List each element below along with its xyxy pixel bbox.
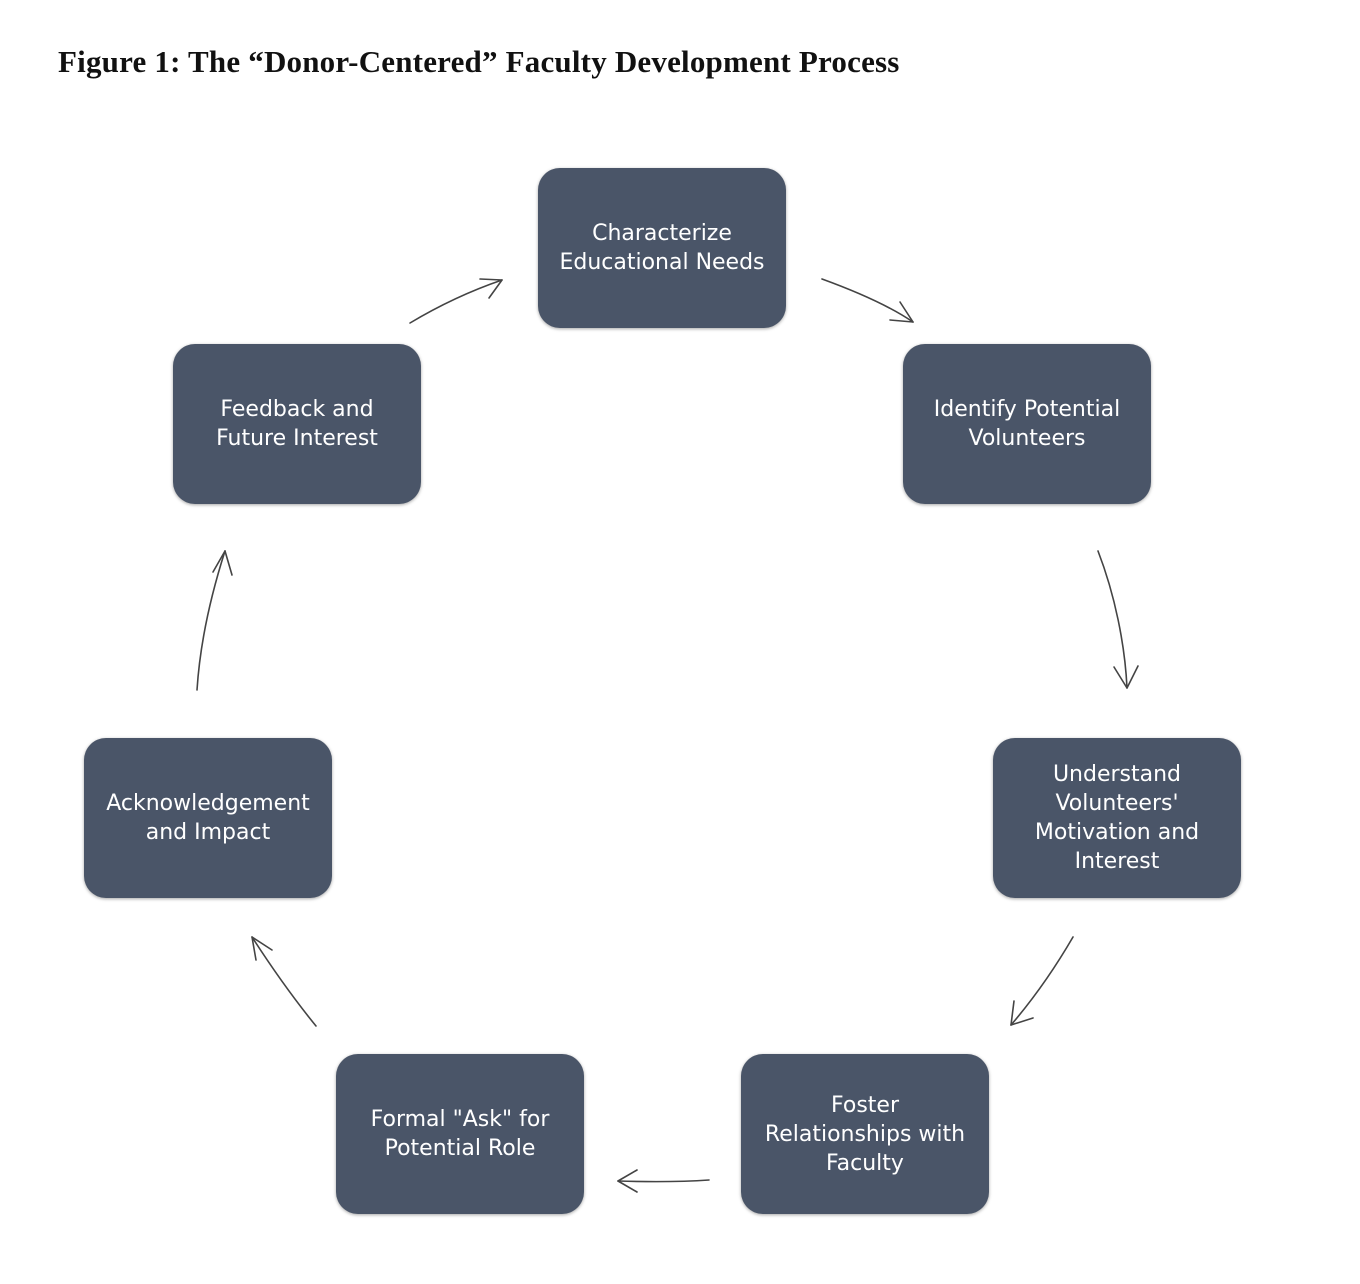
step-label: Understand Volunteers' Motivation and In…: [1034, 762, 1200, 874]
step-label: Acknowledgement and Impact: [106, 791, 310, 845]
step-feedback-and-future-interest: Feedback and Future Interest: [173, 344, 421, 504]
step-identify-potential-volunteers: Identify Potential Volunteers: [903, 344, 1151, 504]
arrow-characterize-to-identify: [821, 278, 914, 323]
step-label: Identify Potential Volunteers: [933, 397, 1121, 451]
step-label: Foster Relationships with Faculty: [764, 1092, 966, 1176]
arrow-acknowledgement-to-feedback: [196, 550, 233, 691]
step-label: Formal "Ask" for Potential Role: [370, 1107, 550, 1161]
step-foster-relationships: Foster Relationships with Faculty: [741, 1054, 989, 1214]
step-acknowledgement-and-impact: Acknowledgement and Impact: [84, 738, 332, 898]
figure-title: Figure 1: The “Donor-Centered” Faculty D…: [58, 44, 900, 79]
step-understand-volunteers-motivation: Understand Volunteers' Motivation and In…: [993, 738, 1241, 898]
step-label: Characterize Educational Needs: [559, 221, 765, 275]
step-label: Feedback and Future Interest: [216, 397, 378, 451]
arrow-ask-to-acknowledgement: [251, 936, 317, 1027]
step-formal-ask: Formal "Ask" for Potential Role: [336, 1054, 584, 1214]
arrow-understand-to-foster: [1010, 936, 1074, 1026]
arrow-identify-to-understand: [1097, 550, 1139, 689]
arrow-feedback-to-characterize: [409, 278, 503, 324]
step-characterize-educational-needs: Characterize Educational Needs: [538, 168, 786, 328]
arrow-foster-to-ask: [617, 1169, 710, 1193]
